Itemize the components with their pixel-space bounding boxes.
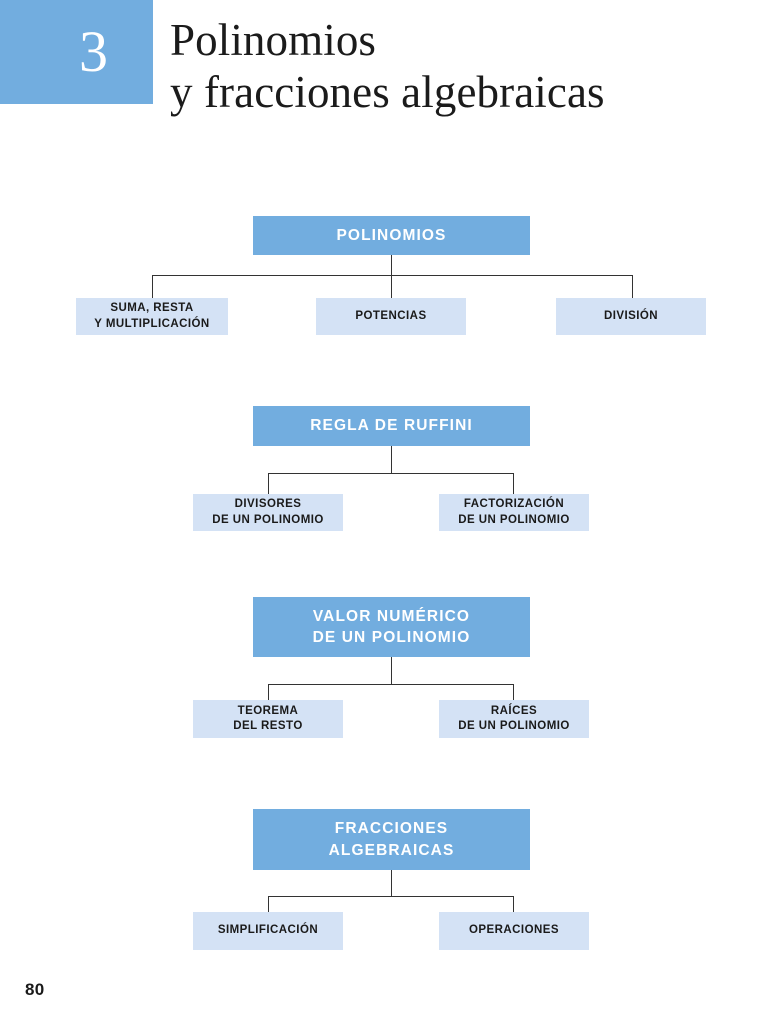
diagram-1-child-label-1: SUMA, RESTA Y MULTIPLICACIÓN <box>94 302 210 330</box>
diagram-1-child-node-2[interactable]: POTENCIAS <box>316 298 466 335</box>
diagram-2-stem <box>391 446 392 473</box>
diagram-2-child-label-2: FACTORIZACIÓN DE UN POLINOMIO <box>458 498 570 526</box>
diagram-4-drop-left <box>268 896 269 912</box>
diagram-2-child-node-2[interactable]: FACTORIZACIÓN DE UN POLINOMIO <box>439 494 589 531</box>
diagram-1-child-label-3: DIVISIÓN <box>603 309 659 322</box>
diagram-3-child-label-2: RAÍCES DE UN POLINOMIO <box>458 704 570 732</box>
diagram-1-drop-left <box>152 275 153 298</box>
diagram-3-crossbar <box>268 684 514 685</box>
diagram-4-root-node[interactable]: FRACCIONES ALGEBRAICAS <box>253 809 530 870</box>
diagram-1-child-node-3[interactable]: DIVISIÓN <box>556 298 706 335</box>
diagram-3-root-label: VALOR NUMÉRICO DE UN POLINOMIO <box>312 607 471 646</box>
diagram-3-drop-left <box>268 684 269 700</box>
page-title-line-2: y fracciones algebraicas <box>170 67 605 118</box>
diagram-2-child-label-1: DIVISORES DE UN POLINOMIO <box>212 498 324 526</box>
diagram-regla-de-ruffini: REGLA DE RUFFINI DIVISORES DE UN POLINOM… <box>0 406 768 531</box>
diagram-2-crossbar <box>268 473 514 474</box>
diagram-fracciones-algebraicas: FRACCIONES ALGEBRAICAS SIMPLIFICACIÓN OP… <box>0 809 768 953</box>
page-number: 80 <box>25 980 45 999</box>
diagram-valor-numerico: VALOR NUMÉRICO DE UN POLINOMIO TEOREMA D… <box>0 597 768 741</box>
diagram-1-child-node-1[interactable]: SUMA, RESTA Y MULTIPLICACIÓN <box>76 298 228 335</box>
diagram-1-root-node[interactable]: POLINOMIOS <box>253 216 530 255</box>
diagram-1-root-label: POLINOMIOS <box>336 226 447 244</box>
page-title-line-1: Polinomios <box>170 15 377 65</box>
diagram-1-drop-right <box>632 275 633 298</box>
diagram-polinomios: POLINOMIOS SUMA, RESTA Y MULTIPLICACIÓN … <box>0 216 768 336</box>
diagram-4-crossbar <box>268 896 514 897</box>
diagram-1-child-label-2: POTENCIAS <box>355 309 427 322</box>
page-title: Polinomios y fracciones algebraicas <box>170 14 750 118</box>
chapter-number: 3 <box>79 19 108 84</box>
diagram-4-root-label: FRACCIONES ALGEBRAICAS <box>328 820 455 859</box>
chapter-badge <box>0 0 153 104</box>
diagram-3-drop-right <box>513 684 514 700</box>
diagram-2-child-node-1[interactable]: DIVISORES DE UN POLINOMIO <box>193 494 343 531</box>
diagram-1-crossbar <box>152 275 633 276</box>
diagram-3-root-node[interactable]: VALOR NUMÉRICO DE UN POLINOMIO <box>253 597 530 657</box>
diagram-2-root-node[interactable]: REGLA DE RUFFINI <box>253 406 530 446</box>
diagram-1-stem <box>391 255 392 275</box>
diagram-4-drop-right <box>513 896 514 912</box>
diagram-4-child-node-2[interactable]: OPERACIONES <box>439 912 589 950</box>
diagram-2-root-label: REGLA DE RUFFINI <box>310 417 473 435</box>
diagram-3-child-node-2[interactable]: RAÍCES DE UN POLINOMIO <box>439 700 589 738</box>
diagram-4-child-label-2: OPERACIONES <box>469 924 559 937</box>
diagram-3-child-label-1: TEOREMA DEL RESTO <box>233 704 303 732</box>
diagram-2-drop-right <box>513 473 514 494</box>
diagram-4-stem <box>391 870 392 896</box>
diagram-3-stem <box>391 657 392 684</box>
diagram-2-drop-left <box>268 473 269 494</box>
diagram-3-child-node-1[interactable]: TEOREMA DEL RESTO <box>193 700 343 738</box>
diagram-1-drop-center <box>391 275 392 298</box>
diagram-4-child-label-1: SIMPLIFICACIÓN <box>217 924 319 937</box>
diagram-4-child-node-1[interactable]: SIMPLIFICACIÓN <box>193 912 343 950</box>
